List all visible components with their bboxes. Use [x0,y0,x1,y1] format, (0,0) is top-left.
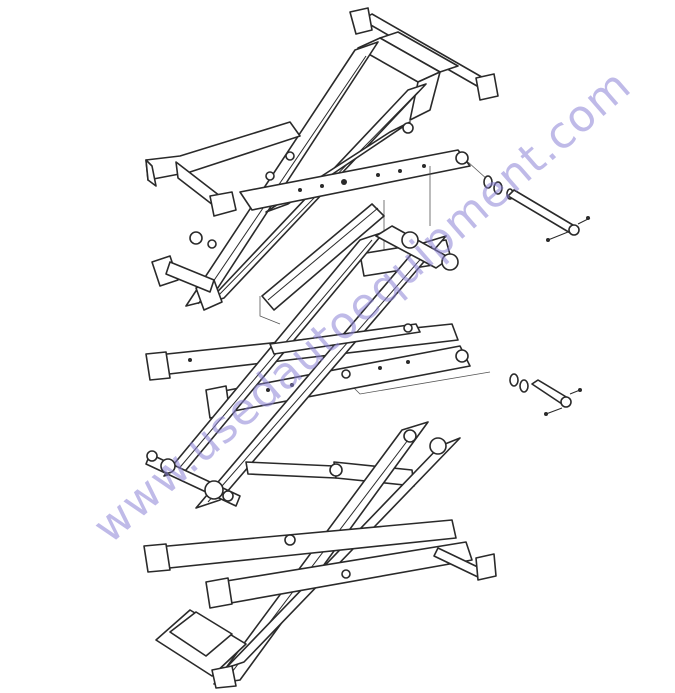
middle-diagonal-arm-1 [195,235,447,509]
pivot-pin [265,171,275,181]
middle-crossbar [269,323,421,355]
bottom-arm-back [205,541,473,609]
top-exploded-pin [467,161,591,242]
top-side-bar [239,149,471,211]
middle-upper-pivot-tube [375,225,459,271]
bottom-cylinder [245,461,415,487]
top-frame-rails [357,31,459,121]
middle-exploded-pin [509,373,582,416]
middle-lower-axle [145,450,241,507]
pivot-pin [402,122,414,134]
top-left-frame [145,121,301,217]
pivot-pin [285,151,295,161]
top-platform-assembly [145,7,499,311]
bottom-right-end-tube [433,547,497,581]
base-frame [155,609,247,689]
pivot-pin [429,437,447,455]
middle-scissor-assembly [145,203,471,509]
bottom-diagonal-arm-2 [225,437,461,669]
pivot-pin [403,429,417,443]
middle-arm-back [205,345,471,419]
top-bottom-end-blocks [151,231,223,311]
pivot-pin [284,534,296,546]
bottom-base-assembly [143,421,497,689]
bottom-arm-front [143,519,457,573]
pivot-pin [403,323,413,333]
